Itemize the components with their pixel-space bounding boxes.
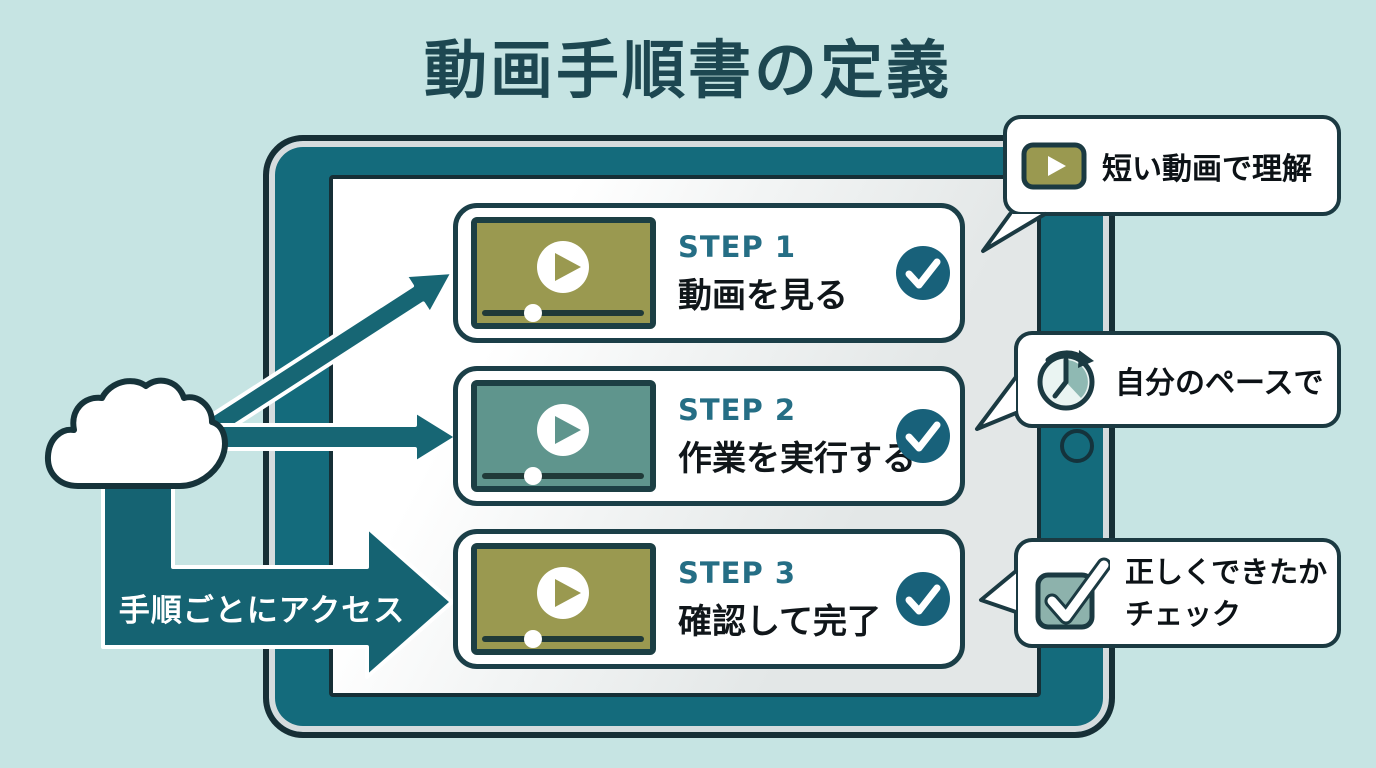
check-circle-icon (896, 409, 950, 463)
step-label: STEP 3 (678, 555, 797, 590)
flow-band-label: 手順ごとにアクセス (118, 593, 406, 629)
check-circle-icon (896, 246, 950, 300)
callout-text: 正しくできたか チェック (1125, 554, 1328, 631)
check-circle-icon (896, 572, 950, 626)
page-title: 動画手順書の定義 (424, 34, 952, 107)
step-card-1[interactable]: STEP 1 動画を見る (453, 203, 965, 343)
tablet-home-button[interactable] (1060, 429, 1094, 463)
step-title: 作業を実行する (678, 438, 916, 479)
video-thumbnail-play-icon[interactable] (471, 217, 656, 329)
step-title: 確認して完了 (678, 601, 881, 642)
checkbox-icon (1035, 557, 1110, 630)
callout-text: 短い動画で理解 (1102, 151, 1312, 187)
step-label: STEP 1 (678, 229, 797, 264)
callout-short-video: 短い動画で理解 (1003, 115, 1341, 216)
callout-check-correct: 正しくできたか チェック (1014, 538, 1341, 648)
video-thumbnail-play-icon[interactable] (471, 543, 656, 655)
callout-own-pace: 自分のペースで (1014, 331, 1341, 428)
cloud-icon (44, 377, 228, 489)
play-video-icon (1021, 142, 1087, 189)
clock-pace-icon (1037, 349, 1095, 410)
step-card-2[interactable]: STEP 2 作業を実行する (453, 366, 965, 506)
step-label: STEP 2 (678, 392, 797, 427)
step-title: 動画を見る (678, 275, 848, 316)
video-thumbnail-play-icon[interactable] (471, 380, 656, 492)
callout-text: 自分のペースで (1115, 365, 1324, 401)
step-card-3[interactable]: STEP 3 確認して完了 (453, 529, 965, 669)
